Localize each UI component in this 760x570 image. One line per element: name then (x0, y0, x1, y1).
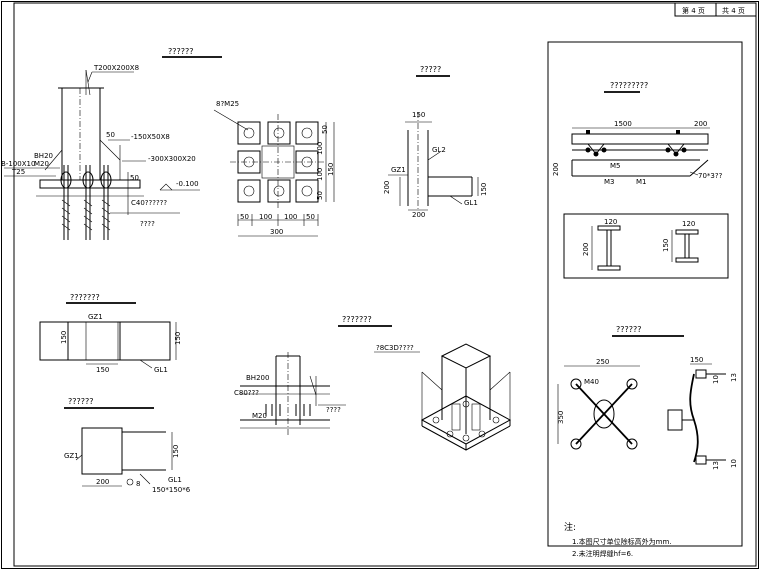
i-g1-label: 10 (712, 375, 720, 384)
h-120a-label: 120 (604, 218, 617, 226)
section-g-title: ??????? (342, 315, 372, 324)
f-m-label: M20 (252, 412, 267, 420)
a-left-bh-label: BH20 (34, 152, 53, 160)
section-i-spider-fitting: ?????? 250 M40 350 150 10 13 13 10 (557, 325, 738, 470)
b-vdim-1: 50 (321, 125, 329, 134)
page-number-label: 第 4 页 (682, 6, 705, 15)
h-200-label: 200 (694, 120, 707, 128)
section-h-truss-detail: ????????? 1500 200 200 M5 M3 M1 70*3?? (552, 81, 723, 186)
c-150-label: 150 (412, 111, 425, 119)
section-d-detail: ??????? GZ1 150 150 150 GL1 (39, 293, 182, 374)
c-gl1-label: GL1 (464, 199, 478, 207)
section-c-column-beam-node: ????? 150 GL2 GZ1 200 200 150 GL1 (383, 65, 488, 219)
section-e-detail: ?????? GZ1 200 150 8 GL1 150*150*6 (64, 397, 191, 494)
b-vdim-2: 100 (316, 142, 324, 155)
d-r150-label: 150 (174, 332, 182, 345)
section-f-beam-splice: BH200 C80??? M20 ???? (234, 352, 346, 436)
b-total-dim: 300 (270, 228, 283, 236)
i-250-label: 250 (596, 358, 609, 366)
i-g2-label: 13 (712, 461, 720, 470)
i-350-label: 350 (557, 411, 565, 424)
h-m3-label: M3 (604, 178, 615, 186)
h-1500-label: 1500 (614, 120, 632, 128)
note-1: 1.本图尺寸单位除标高外为mm. (572, 537, 672, 546)
section-h-title: ?????? (616, 325, 641, 334)
section-g-isometric: ??????? ?8C3D???? (338, 315, 512, 451)
h-200b-label: 150 (662, 239, 670, 252)
h-m1-label: M1 (636, 178, 647, 186)
h-200a-label: 200 (582, 243, 590, 256)
e-gl1-label: GL1 (168, 476, 182, 484)
h-120b-label: 120 (682, 220, 695, 228)
section-b-base-plate-plan: 8?M25 50 100 100 50 300 (213, 100, 335, 237)
notes: 注: 1.本图尺寸单位除标高外为mm. 2.未注明焊缝hf=6. (564, 521, 672, 558)
h-angle-label: 70*3?? (698, 172, 723, 180)
b-vdim-5: 150 (327, 163, 335, 176)
e-150-label: 150 (172, 445, 180, 458)
d-gz1-label: GZ1 (88, 313, 103, 321)
b-vdim-4: 50 (316, 191, 324, 200)
section-a-column-base: ?????? T200X200X8 50 -150X50X8 -300X300X… (1, 47, 222, 240)
a-top-label: T200X200X8 (93, 64, 139, 72)
section-a-title: ?????? (168, 47, 193, 56)
c-gl2-label: GL2 (432, 146, 446, 154)
f-c-label: C80??? (234, 389, 259, 397)
total-pages-label: 共 4 页 (722, 6, 745, 15)
h-m5-label: M5 (610, 162, 621, 170)
inner-border (13, 2, 757, 567)
f-bh-label: BH200 (246, 374, 269, 382)
i-g2b-label: 10 (730, 459, 738, 468)
c-gz1-label: GZ1 (391, 166, 406, 174)
e-spec-label: 150*150*6 (152, 486, 191, 494)
i-g1b-label: 13 (730, 373, 738, 382)
section-d-title: ??????? (70, 293, 100, 302)
c-r150-label: 150 (480, 183, 488, 196)
section-f-title: ????????? (610, 81, 648, 90)
a-level-label: -0.100 (176, 180, 199, 188)
f-right-label: ???? (326, 406, 341, 414)
c-200-label: 200 (412, 211, 425, 219)
a-50b-label: 50 (130, 174, 139, 182)
d-150-label: 150 (60, 331, 68, 344)
e-200-label: 200 (96, 478, 109, 486)
note-title: 注: (564, 521, 576, 533)
b-dim-2: 100 (259, 213, 272, 221)
e-sub-label: 8 (136, 480, 140, 488)
note-2: 2.未注明焊缝hf=6. (572, 549, 633, 558)
d-150b-label: 150 (96, 366, 109, 374)
g-label: ?8C3D???? (376, 344, 414, 352)
a-bottom-label: ???? (140, 220, 155, 228)
a-left-m-label: M20 (34, 160, 49, 168)
a-l1-label: -150X50X8 (131, 133, 170, 141)
b-dim-1: 50 (240, 213, 249, 221)
a-left-t-label: T25 (11, 168, 25, 176)
section-c-title: ????? (420, 65, 441, 74)
right-panel-frame (547, 41, 743, 547)
b-bolt-label: 8?M25 (216, 100, 239, 108)
section-e-title: ?????? (68, 397, 93, 406)
c-h200-label: 200 (383, 181, 391, 194)
i-150-label: 150 (690, 356, 703, 364)
a-50-label: 50 (106, 131, 115, 139)
section-h-section-views: 120 200 120 150 (563, 213, 729, 279)
i-m40-label: M40 (584, 378, 599, 386)
e-gz1-label: GZ1 (64, 452, 79, 460)
b-dim-4: 50 (306, 213, 315, 221)
b-dim-3: 100 (284, 213, 297, 221)
b-vdim-3: 100 (316, 168, 324, 181)
a-left-plate-label: B-100X10 (1, 160, 35, 168)
a-l2-label: -300X300X20 (148, 155, 196, 163)
d-gl1-label: GL1 (154, 366, 168, 374)
h-200v-label: 200 (552, 163, 560, 176)
a-bolt-label: C40?????? (131, 199, 167, 207)
